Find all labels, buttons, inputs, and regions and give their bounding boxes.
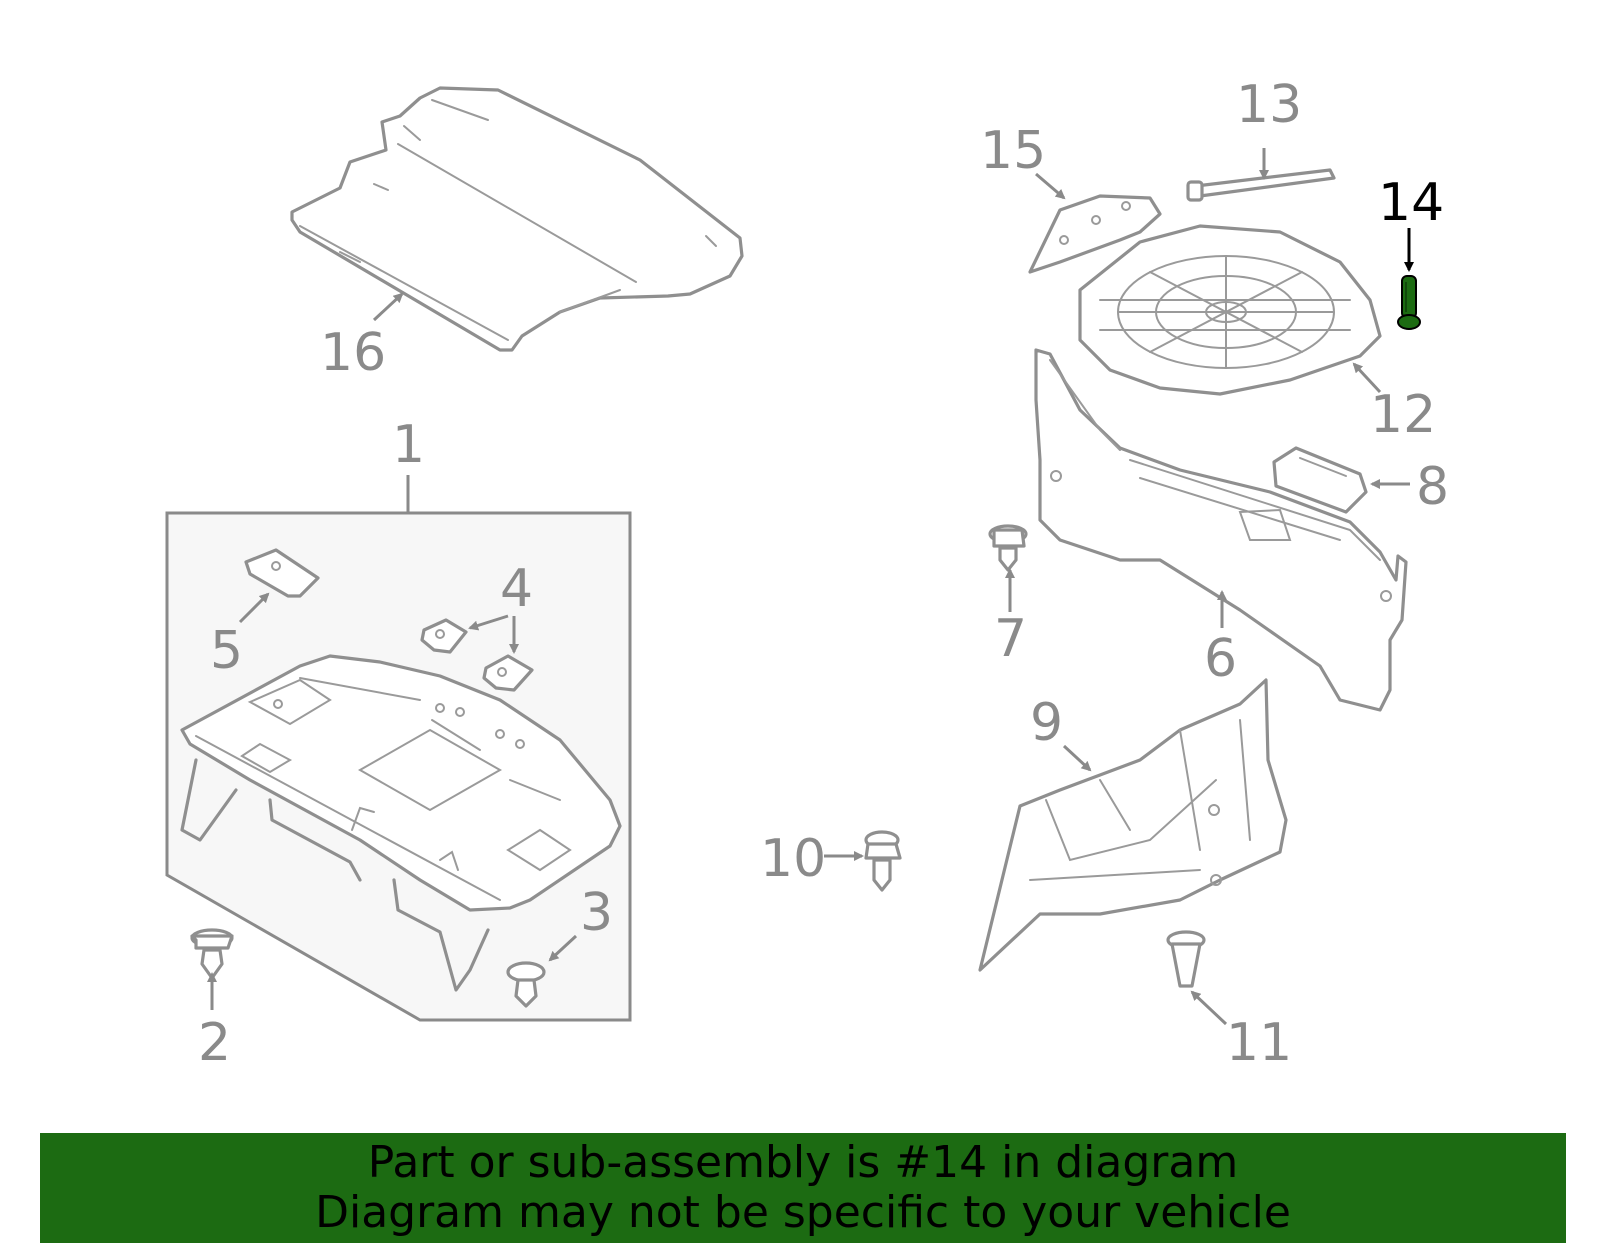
callout-13: 13 <box>1236 75 1302 135</box>
callout-11: 11 <box>1226 1013 1292 1073</box>
part-13-rod[interactable] <box>1186 168 1336 202</box>
callout-14: 14 <box>1378 173 1444 233</box>
callout-4: 4 <box>500 559 533 619</box>
banner-line-2: Diagram may not be specific to your vehi… <box>315 1187 1291 1238</box>
info-banner: Part or sub-assembly is #14 in diagram D… <box>40 1133 1566 1243</box>
part-3-clip[interactable] <box>506 961 546 1008</box>
part-5-bracket[interactable] <box>244 548 320 598</box>
part-8-trim[interactable] <box>1272 446 1368 514</box>
part-4-bracket-a[interactable] <box>420 618 468 654</box>
callout-15: 15 <box>980 121 1046 181</box>
part-10-clip[interactable] <box>864 830 902 892</box>
part-16-shelf-cover[interactable] <box>290 86 744 352</box>
callout-1: 1 <box>392 415 425 475</box>
callout-7: 7 <box>994 609 1027 669</box>
part-1-package-tray[interactable] <box>180 654 622 992</box>
callout-2: 2 <box>198 1013 231 1073</box>
part-11-clip[interactable] <box>1166 930 1206 988</box>
part-6-trunk-panel[interactable] <box>1034 348 1408 712</box>
callout-5: 5 <box>210 621 243 681</box>
part-12-floor-cover[interactable] <box>1078 224 1382 396</box>
callout-12: 12 <box>1370 385 1436 445</box>
part-7-clip[interactable] <box>988 524 1028 572</box>
callout-8: 8 <box>1416 457 1449 517</box>
callout-3: 3 <box>580 883 613 943</box>
part-4-bracket-b[interactable] <box>482 654 534 692</box>
leader-arrows <box>207 148 1414 1026</box>
part-2-clip[interactable] <box>190 928 234 980</box>
part-15-plate[interactable] <box>1028 194 1162 274</box>
callout-10: 10 <box>760 829 826 889</box>
callout-6: 6 <box>1204 629 1237 689</box>
part-14-fastener-highlighted[interactable] <box>1397 275 1421 330</box>
callout-16: 16 <box>320 323 386 383</box>
part-9-side-trim[interactable] <box>978 678 1288 972</box>
callout-9: 9 <box>1030 693 1063 753</box>
banner-line-1: Part or sub-assembly is #14 in diagram <box>367 1137 1239 1188</box>
